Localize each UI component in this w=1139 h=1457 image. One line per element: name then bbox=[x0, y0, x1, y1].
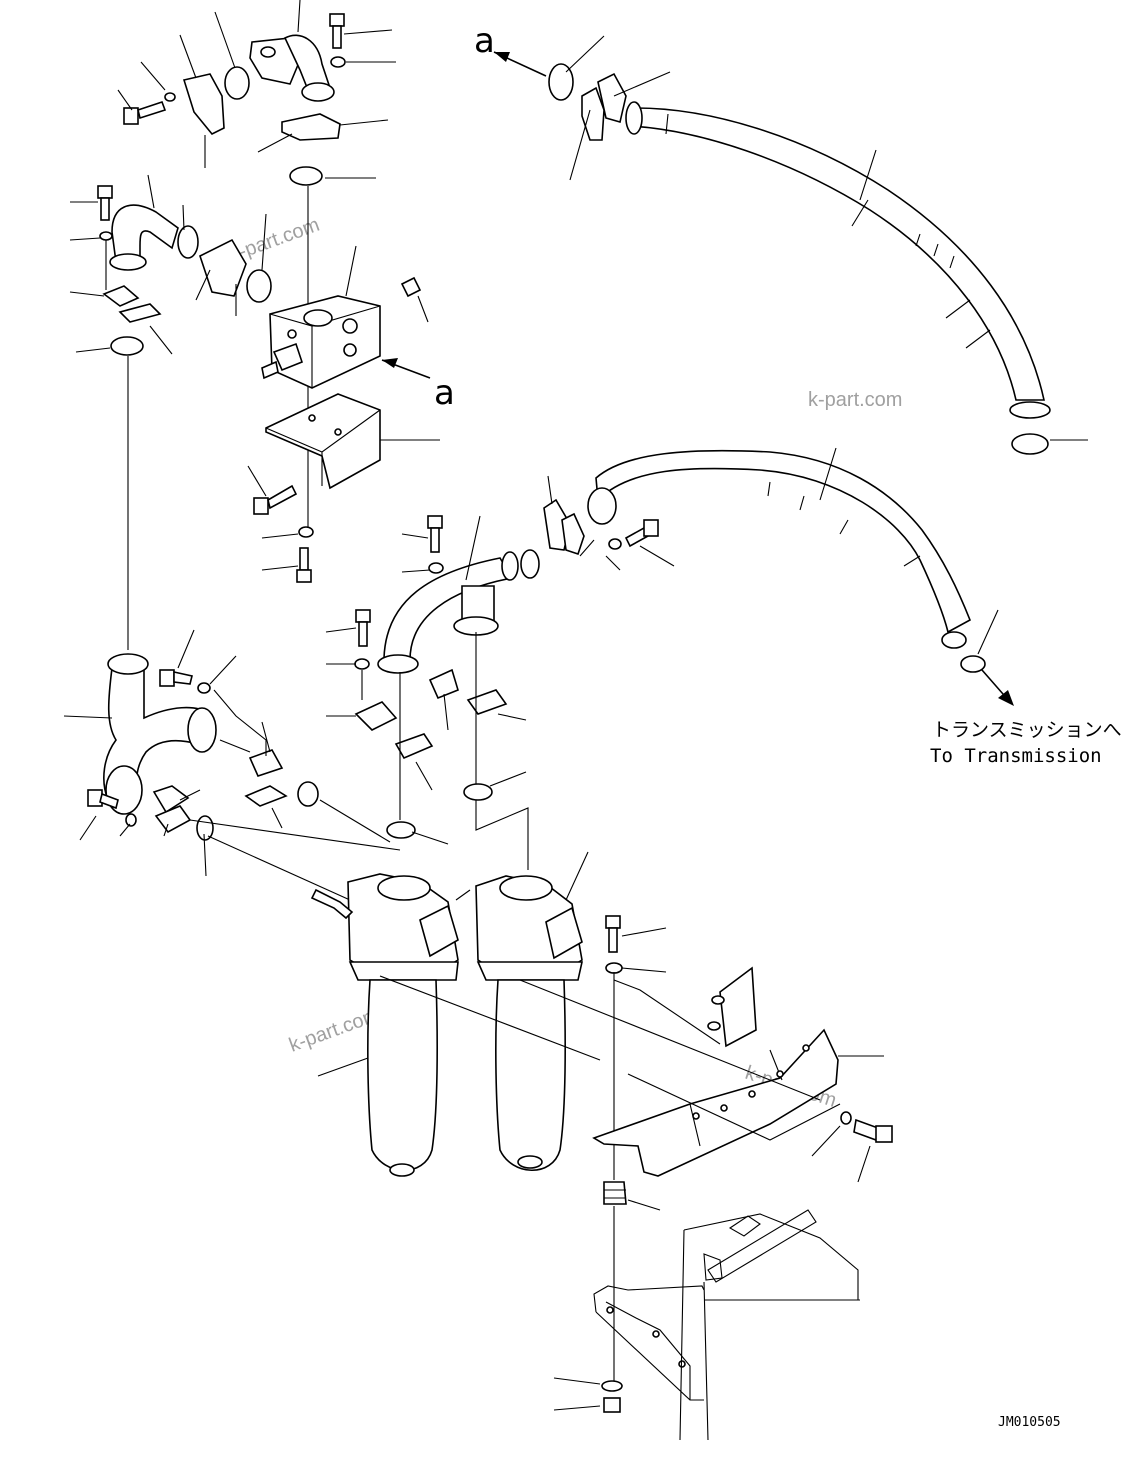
bolt bbox=[355, 609, 371, 647]
nut bbox=[603, 1397, 621, 1413]
transmission-arrow bbox=[981, 669, 1014, 706]
rubber-mount bbox=[603, 1181, 627, 1205]
o-ring bbox=[548, 63, 574, 101]
marker-arrow-a-top bbox=[493, 51, 547, 77]
bolt bbox=[97, 185, 113, 221]
filter-housing-right bbox=[475, 875, 583, 1172]
washer bbox=[99, 231, 113, 241]
drawing-code: JM010505 bbox=[998, 1415, 1061, 1430]
mounting-bracket bbox=[592, 966, 839, 1177]
o-ring bbox=[196, 815, 214, 841]
bolt bbox=[624, 519, 659, 548]
split-flange-half bbox=[394, 733, 434, 760]
tee-pipe bbox=[103, 653, 217, 815]
marker-a-valve: a bbox=[434, 373, 455, 413]
o-ring bbox=[246, 269, 272, 303]
watermark: k-part.com bbox=[808, 389, 902, 411]
split-flange-half bbox=[244, 785, 288, 807]
o-ring bbox=[224, 66, 250, 100]
o-ring bbox=[386, 821, 416, 839]
bolt bbox=[329, 13, 345, 49]
sensor-lead bbox=[310, 888, 354, 920]
washer bbox=[428, 562, 444, 574]
o-ring bbox=[520, 549, 540, 579]
bent-pipe bbox=[377, 551, 519, 674]
o-ring bbox=[1011, 433, 1049, 455]
washer bbox=[605, 962, 623, 974]
valve-block bbox=[261, 295, 381, 389]
washer bbox=[197, 682, 211, 694]
plug bbox=[400, 276, 422, 298]
hose bbox=[625, 101, 1051, 419]
destination-note-japanese: トランスミッションへ bbox=[932, 719, 1122, 741]
split-flange-half bbox=[152, 785, 190, 814]
top-elbow-fitting bbox=[249, 34, 335, 102]
o-ring bbox=[960, 655, 986, 673]
marker-arrow-a-valve bbox=[381, 358, 431, 379]
marker-a-top: a bbox=[474, 21, 495, 61]
bolt bbox=[87, 789, 119, 810]
split-flange-half bbox=[182, 73, 225, 136]
elbow-pipe bbox=[109, 204, 199, 271]
split-flange-half bbox=[154, 805, 192, 834]
bolt bbox=[253, 484, 298, 515]
washer bbox=[608, 538, 622, 550]
split-flange-half bbox=[561, 512, 585, 556]
destination-note-english: To Transmission bbox=[930, 745, 1102, 767]
bolt bbox=[853, 1118, 893, 1143]
o-ring bbox=[463, 783, 493, 801]
bracket-cover bbox=[265, 393, 381, 490]
split-flange-half bbox=[466, 689, 508, 715]
o-ring bbox=[110, 336, 144, 356]
split-flange-half bbox=[581, 86, 605, 141]
filter-housing-left bbox=[347, 873, 459, 1177]
washer bbox=[354, 658, 370, 670]
bolt bbox=[427, 515, 443, 553]
hose bbox=[587, 449, 972, 649]
washer bbox=[840, 1111, 852, 1125]
split-flange-half bbox=[281, 113, 341, 141]
bolt bbox=[123, 100, 167, 125]
split-flange-half bbox=[428, 668, 459, 700]
split-flange-half bbox=[118, 303, 162, 323]
split-flange-half bbox=[597, 72, 627, 124]
washer bbox=[330, 56, 346, 68]
bolt bbox=[159, 669, 193, 687]
split-flange-half bbox=[102, 285, 140, 307]
o-ring bbox=[297, 781, 319, 807]
radiator-frame bbox=[593, 1209, 860, 1441]
bolt bbox=[605, 915, 621, 953]
o-ring bbox=[289, 166, 323, 186]
split-flange-half bbox=[199, 238, 247, 297]
bolt bbox=[296, 547, 312, 583]
washer bbox=[164, 92, 176, 102]
washer bbox=[298, 526, 314, 538]
split-flange-half bbox=[354, 701, 398, 731]
washer bbox=[601, 1380, 623, 1392]
washer bbox=[125, 813, 137, 827]
split-flange-half bbox=[248, 749, 284, 777]
